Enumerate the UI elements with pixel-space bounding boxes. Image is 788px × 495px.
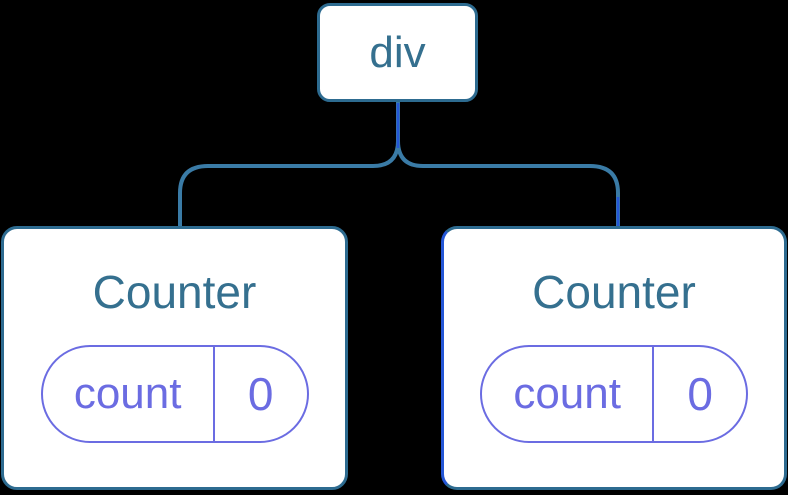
counter-card-title: Counter	[532, 266, 696, 318]
connector-branch-right	[396, 102, 620, 228]
state-value: 0	[652, 346, 746, 441]
state-key-label: count	[73, 368, 182, 418]
state-value: 0	[212, 346, 307, 441]
tree-node-div: div	[317, 3, 478, 102]
counter-card-title: Counter	[92, 266, 257, 318]
state-pill: count 0	[40, 344, 309, 443]
counter-card-right: Counter count 0	[441, 226, 787, 490]
tree-node-div-label: div	[369, 27, 426, 77]
state-pill: count 0	[480, 344, 748, 443]
counter-card-left: Counter count 0	[1, 226, 348, 490]
state-key-label: count	[513, 368, 621, 418]
connector-branch-left	[178, 102, 400, 228]
